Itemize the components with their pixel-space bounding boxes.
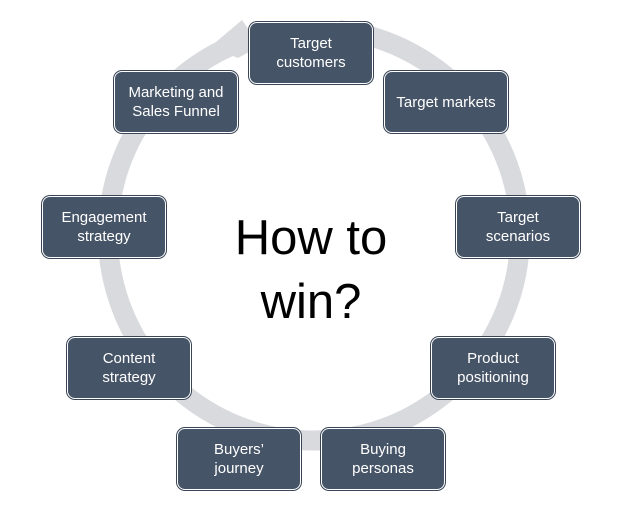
step-label: Target markets — [396, 93, 496, 111]
step-box-target-customers: Target customers — [249, 22, 373, 84]
step-label: Buyers’ journey — [213, 441, 265, 477]
step-label: Marketing and Sales Funnel — [128, 84, 224, 120]
step-label: Buying personas — [352, 441, 414, 477]
step-box-buyers-journey: Buyers’ journey — [177, 428, 301, 490]
center-title: How to win? — [234, 211, 388, 329]
step-label: Product positioning — [457, 350, 529, 386]
step-label: Target customers — [276, 35, 346, 71]
step-box-product-positioning: Product positioning — [431, 337, 555, 399]
step-box-buying-personas: Buying personas — [321, 428, 445, 490]
step-label: Engagement strategy — [61, 209, 147, 245]
step-box-target-scenarios: Target scenarios — [456, 196, 580, 258]
step-label: Content strategy — [102, 350, 156, 386]
step-box-content-strategy: Content strategy — [67, 337, 191, 399]
cycle-arrow-head — [210, 20, 260, 58]
step-box-target-markets: Target markets — [384, 71, 508, 133]
step-box-engagement-strategy: Engagement strategy — [42, 196, 166, 258]
step-label: Target scenarios — [485, 209, 551, 245]
step-box-marketing-and-sales-funnel: Marketing and Sales Funnel — [114, 71, 238, 133]
